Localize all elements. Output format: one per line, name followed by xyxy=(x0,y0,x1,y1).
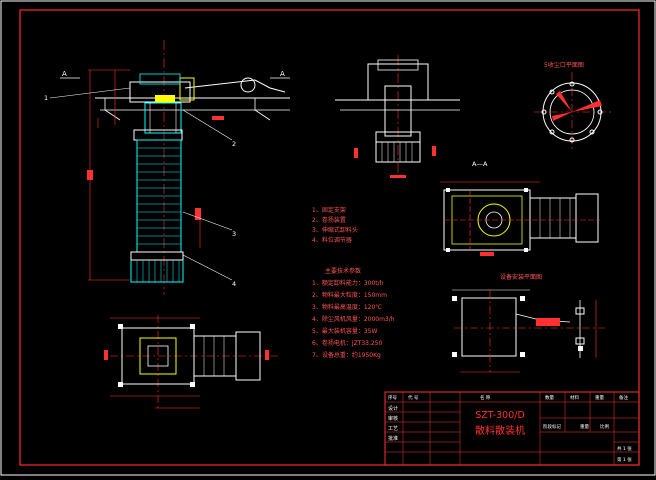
tb-sign-review: 审核 xyxy=(388,415,398,422)
tb-header-remark: 备注 xyxy=(619,394,628,401)
layout-plan-view xyxy=(452,289,605,373)
parts-item-1: 1、固定支架 xyxy=(312,206,346,214)
dust-outlet-view-title: 5收尘口平面图 xyxy=(544,61,584,69)
side-elevation-view xyxy=(335,55,460,178)
tb-header-name: 名 称 xyxy=(480,394,491,401)
parts-item-4: 4、料位调节器 xyxy=(312,236,352,244)
tb-sign-approve: 批准 xyxy=(388,435,398,442)
tb-stage-mark: 阶段标记 xyxy=(543,423,561,430)
section-mark-right: A xyxy=(280,70,285,78)
leader-label-4: 4 xyxy=(232,280,236,288)
tb-model-number: SZT-300/D xyxy=(475,410,525,421)
tb-header-qty: 数量 xyxy=(545,394,554,401)
tech-param-3: 3、物料最高温度：120℃ xyxy=(312,303,382,311)
tb-stage-scale: 比例 xyxy=(600,423,609,430)
leader-label-2: 2 xyxy=(232,140,236,148)
technical-parameters: 主要技术参数 1、额定卸料能力：300t/h 2、物料最大粒度：150mm 3、… xyxy=(312,267,395,359)
tb-header-code: 代 号 xyxy=(408,394,419,401)
tech-param-6: 6、卷扬电机：JZT33.250 xyxy=(312,339,383,347)
tb-sheet-total: 共 1 张 xyxy=(617,445,632,452)
parts-item-3: 3、伸缩式卸料头 xyxy=(312,226,358,234)
tb-sign-process: 工艺 xyxy=(388,426,398,432)
title-block: 序号 代 号 名 称 数量 材料 重量 备注 设计 审核 工艺 批准 SZT-3… xyxy=(384,391,640,466)
tb-header-weight: 重量 xyxy=(595,394,604,401)
border-frame xyxy=(19,9,640,466)
tech-param-4: 4、除尘风机风量：2000m3/h xyxy=(312,315,395,323)
tb-sign-design: 设计 xyxy=(388,405,398,412)
dust-outlet-plan-view xyxy=(534,72,612,152)
tb-stage-weight: 重量 xyxy=(580,423,589,430)
tb-machine-name: 散料散装机 xyxy=(475,424,525,437)
section-aa-view xyxy=(440,181,600,256)
tech-params-title: 主要技术参数 xyxy=(325,267,361,275)
tech-param-1: 1、额定卸料能力：300t/h xyxy=(312,279,384,287)
bellows-ribs xyxy=(137,147,181,245)
tech-param-7: 7、设备总重：约1950Kg xyxy=(312,351,381,359)
parts-item-2: 2、卷扬装置 xyxy=(312,216,346,224)
main-elevation-view xyxy=(49,40,290,295)
tech-param-2: 2、物料最大粒度：150mm xyxy=(312,291,387,299)
tb-sheet-number: 第 1 张 xyxy=(617,456,632,463)
parts-list: 1、固定支架 2、卷扬装置 3、伸缩式卸料头 4、料位调节器 xyxy=(312,206,358,244)
tech-param-5: 5、最大装机容量：35W xyxy=(312,327,377,335)
leader-label-1: 1 xyxy=(44,94,48,102)
tb-header-material: 材料 xyxy=(570,394,579,401)
section-mark-left: A xyxy=(62,70,67,78)
layout-plan-title: 设备安装平面图 xyxy=(500,273,542,281)
leader-label-3: 3 xyxy=(232,230,236,238)
section-aa-label: A—A xyxy=(472,160,488,168)
tb-header-seq: 序号 xyxy=(388,394,397,401)
bottom-plan-view xyxy=(104,315,280,410)
